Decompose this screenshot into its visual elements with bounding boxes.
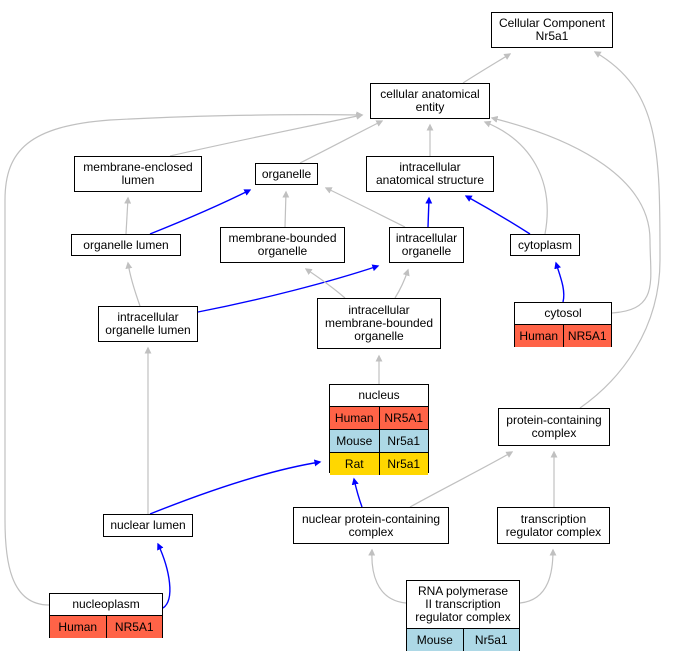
edge-is-a	[368, 548, 407, 604]
edge-is-a	[483, 120, 548, 235]
gene-cell: NR5A1	[378, 407, 429, 429]
node-organelle-lumen[interactable]: organelle lumen	[71, 234, 181, 256]
edge-is-a	[169, 112, 364, 157]
node-cytoplasm[interactable]: cytoplasm	[510, 234, 580, 256]
edge-is-a	[579, 51, 661, 409]
edge-is-a	[4, 111, 364, 606]
node-membrane-enclosed-lumen[interactable]: membrane-enclosed lumen	[74, 156, 202, 192]
species-cell: Mouse	[336, 434, 373, 448]
edge-is-a	[519, 548, 557, 604]
node-membrane-bounded-organelle[interactable]: membrane-bounded organelle	[220, 227, 345, 263]
edge-is-a	[409, 451, 514, 508]
edge-is-a	[324, 187, 406, 228]
node-label: Cellular Component Nr5a1	[498, 16, 606, 43]
node-root[interactable]: Cellular Component Nr5a1	[491, 12, 613, 48]
node-label: nucleus	[358, 388, 400, 402]
edge-part-of	[554, 261, 565, 303]
node-label: intracellular organelle	[395, 231, 458, 258]
node-label: organelle	[261, 166, 312, 181]
edge-part-of	[425, 196, 433, 228]
node-label: transcription regulator complex	[505, 511, 602, 539]
gene-cell: Nr5a1	[462, 629, 520, 651]
gene-cell: NR5A1	[105, 616, 163, 638]
node-label: organelle lumen	[83, 237, 169, 252]
node-rna-polymerase-ii-complex[interactable]: RNA polymerase II transcription regulato…	[406, 580, 520, 651]
node-label: cytosol	[544, 306, 582, 320]
node-organelle[interactable]: organelle	[255, 163, 318, 185]
node-label: nuclear lumen	[110, 518, 186, 532]
node-transcription-regulator-complex[interactable]: transcription regulator complex	[497, 507, 610, 544]
node-nuclear-protein-containing-complex[interactable]: nuclear protein-containing complex	[293, 507, 449, 544]
node-label: cellular anatomical entity	[380, 87, 480, 114]
node-label: cytoplasm	[517, 237, 573, 252]
edge-is-a	[490, 115, 652, 314]
edge-is-a	[124, 196, 132, 235]
edge-part-of	[464, 195, 531, 235]
node-label: protein-containing complex	[506, 413, 602, 440]
species-cell: Human	[519, 329, 559, 343]
annotation-row: Mouse Nr5a1	[330, 429, 428, 452]
edge-is-a	[304, 268, 346, 299]
gene-cell: Nr5a1	[378, 430, 429, 452]
node-cellular-anatomical-entity[interactable]: cellular anatomical entity	[370, 83, 490, 119]
edge-part-of	[149, 459, 322, 515]
gene-cell: Nr5a1	[378, 453, 429, 475]
edge-part-of	[157, 542, 171, 609]
annotation-row: Rat Nr5a1	[330, 452, 428, 475]
species-cell: Human	[334, 411, 374, 425]
edge-is-a	[299, 120, 384, 164]
gene-cell: NR5A1	[562, 325, 612, 347]
node-intracellular-organelle[interactable]: intracellular organelle	[389, 227, 464, 263]
edge-part-of	[149, 189, 252, 235]
node-label: membrane-bounded organelle	[228, 231, 337, 258]
node-nuclear-lumen[interactable]: nuclear lumen	[103, 514, 193, 537]
edge-part-of	[351, 477, 363, 508]
node-label: RNA polymerase II transcription regulato…	[415, 584, 511, 624]
node-intracellular-organelle-lumen[interactable]: intracellular organelle lumen	[98, 306, 198, 342]
species-cell: Human	[58, 620, 98, 634]
node-intracellular-anatomical-structure[interactable]: intracellular anatomical structure	[366, 156, 494, 192]
species-cell: Rat	[344, 457, 364, 471]
annotation-row: Human NR5A1	[50, 615, 162, 638]
node-intracellular-membrane-bounded-organelle[interactable]: intracellular membrane-bounded organelle	[317, 298, 441, 349]
edge-is-a	[462, 53, 512, 84]
node-label: intracellular organelle lumen	[105, 310, 191, 337]
annotation-row: Human NR5A1	[330, 406, 428, 429]
node-label: intracellular anatomical structure	[375, 160, 485, 187]
edge-is-a	[394, 268, 410, 299]
edge-part-of	[197, 264, 380, 313]
node-label: membrane-enclosed lumen	[83, 160, 193, 187]
annotation-row: Mouse Nr5a1	[407, 628, 519, 651]
node-label: intracellular membrane-bounded organelle	[324, 303, 434, 343]
node-protein-containing-complex[interactable]: protein-containing complex	[498, 408, 610, 446]
edge-is-a	[282, 190, 290, 228]
node-label: nucleoplasm	[72, 597, 140, 611]
edge-is-a	[125, 261, 141, 307]
node-label: nuclear protein-containing complex	[301, 511, 441, 539]
species-cell: Mouse	[416, 633, 453, 647]
